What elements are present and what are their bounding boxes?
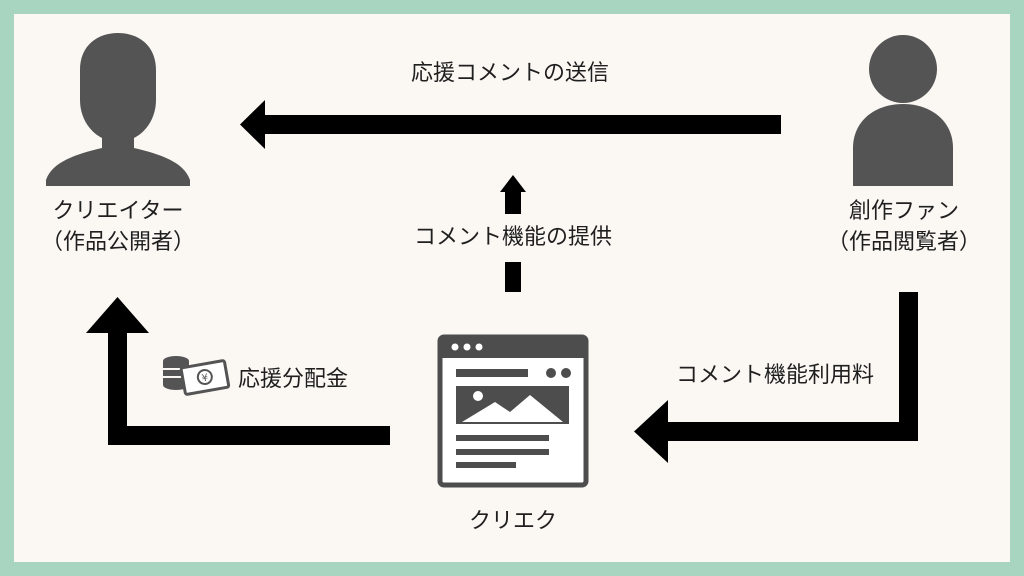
send-comment-label: 応援コメントの送信 [410, 61, 609, 86]
platform-label: クリエク [468, 509, 557, 534]
fan-role: （作品閲覧者） [826, 230, 981, 255]
money-coins-icon: ¥ [163, 356, 231, 396]
fan-label: 創作ファン （作品閲覧者） [822, 196, 986, 258]
browser-window-icon [437, 334, 589, 488]
fan-person-icon [853, 35, 953, 186]
creator-role: （作品公開者） [40, 230, 195, 255]
provide-feature-label: コメント機能の提供 [413, 225, 612, 250]
fan-name: 創作ファン [848, 199, 959, 224]
creator-person-icon [46, 33, 190, 186]
svg-text:¥: ¥ [201, 373, 209, 385]
distribution-arrow [86, 297, 390, 445]
send-comment-arrow [240, 100, 781, 149]
provide-feature-arrow [500, 175, 526, 292]
creator-label: クリエイター （作品公開者） [36, 196, 200, 258]
fee-arrow [634, 292, 918, 463]
comment-fee-label: コメント機能利用料 [675, 363, 874, 388]
support-distribution-label: 応援分配金 [238, 367, 349, 392]
creator-name: クリエイター [52, 199, 184, 224]
